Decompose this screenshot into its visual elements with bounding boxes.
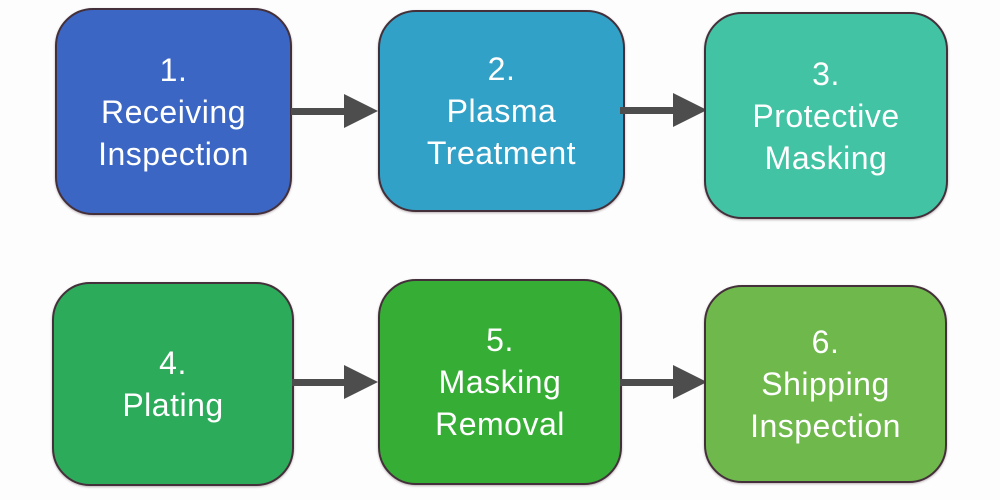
step-box-plasma-treatment: 2. Plasma Treatment: [378, 10, 625, 212]
step-label-line: Shipping: [761, 366, 890, 402]
step-label: 1. Receiving Inspection: [98, 49, 249, 175]
step-number: 6.: [811, 324, 840, 360]
step-number: 1.: [159, 51, 188, 88]
step-number: 5.: [486, 322, 514, 358]
flow-arrow-icon: [620, 93, 707, 127]
step-number: 2.: [487, 51, 516, 87]
step-box-shipping-inspection: 6. Shipping Inspection: [704, 285, 947, 483]
step-label: 6. Shipping Inspection: [750, 321, 901, 447]
step-label-line: Treatment: [426, 135, 577, 171]
step-label-line: Plating: [122, 387, 224, 423]
step-box-plating: 4. Plating: [52, 282, 294, 486]
step-label: 3. Protective Masking: [752, 53, 899, 179]
step-number: 4.: [159, 345, 187, 381]
step-label-line: Masking: [438, 364, 562, 400]
flow-arrow-icon: [291, 94, 378, 128]
step-label: 2. Plasma Treatment: [427, 48, 576, 174]
step-label-line: Masking: [764, 139, 888, 176]
step-label-line: Receiving: [100, 93, 246, 130]
step-label: 5. Masking Removal: [435, 319, 565, 445]
step-box-protective-masking: 3. Protective Masking: [704, 12, 948, 219]
step-label-line: Inspection: [98, 135, 249, 172]
flow-arrow-icon: [292, 365, 378, 399]
step-number: 3.: [812, 55, 840, 92]
flow-arrow-icon: [620, 365, 707, 399]
step-label-line: Plasma: [446, 93, 557, 129]
step-label-line: Removal: [435, 406, 565, 442]
step-box-masking-removal: 5. Masking Removal: [378, 279, 622, 485]
step-label-line: Protective: [752, 97, 900, 134]
step-label-line: Inspection: [750, 408, 901, 444]
step-label: 4. Plating: [122, 342, 223, 426]
step-box-receiving-inspection: 1. Receiving Inspection: [55, 8, 292, 215]
